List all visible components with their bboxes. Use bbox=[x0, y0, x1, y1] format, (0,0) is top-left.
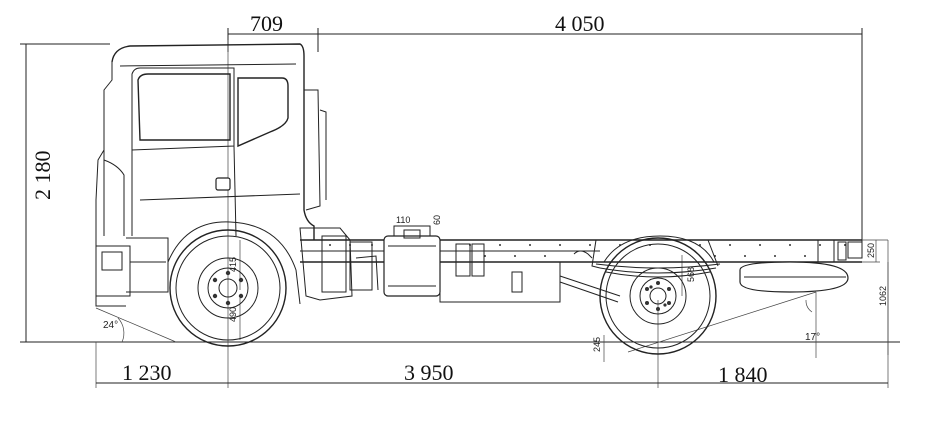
dim-110: 110 bbox=[396, 215, 410, 225]
dimension-lines bbox=[20, 28, 900, 388]
dim-415: 415 bbox=[228, 257, 238, 272]
rear-axle bbox=[591, 235, 721, 355]
dim-2180: 2 180 bbox=[30, 151, 55, 201]
dim-3950: 3 950 bbox=[404, 360, 454, 385]
chassis-components bbox=[299, 225, 621, 303]
departure-angle: 17° bbox=[805, 332, 820, 343]
dim-709: 709 bbox=[250, 11, 283, 36]
spare-wheel bbox=[739, 239, 863, 293]
truck-cab bbox=[95, 43, 327, 307]
dim-250: 250 bbox=[866, 243, 876, 258]
dim-1062: 1062 bbox=[878, 286, 888, 306]
approach-angle: 24° bbox=[103, 320, 118, 331]
dim-4050: 4 050 bbox=[555, 11, 605, 36]
dim-60: 60 bbox=[432, 215, 442, 225]
dim-490: 490 bbox=[228, 307, 238, 322]
front-wheel bbox=[167, 221, 301, 347]
dim-245: 245 bbox=[592, 337, 602, 352]
dim-1230: 1 230 bbox=[122, 360, 172, 385]
dim-1840: 1 840 bbox=[718, 362, 768, 387]
